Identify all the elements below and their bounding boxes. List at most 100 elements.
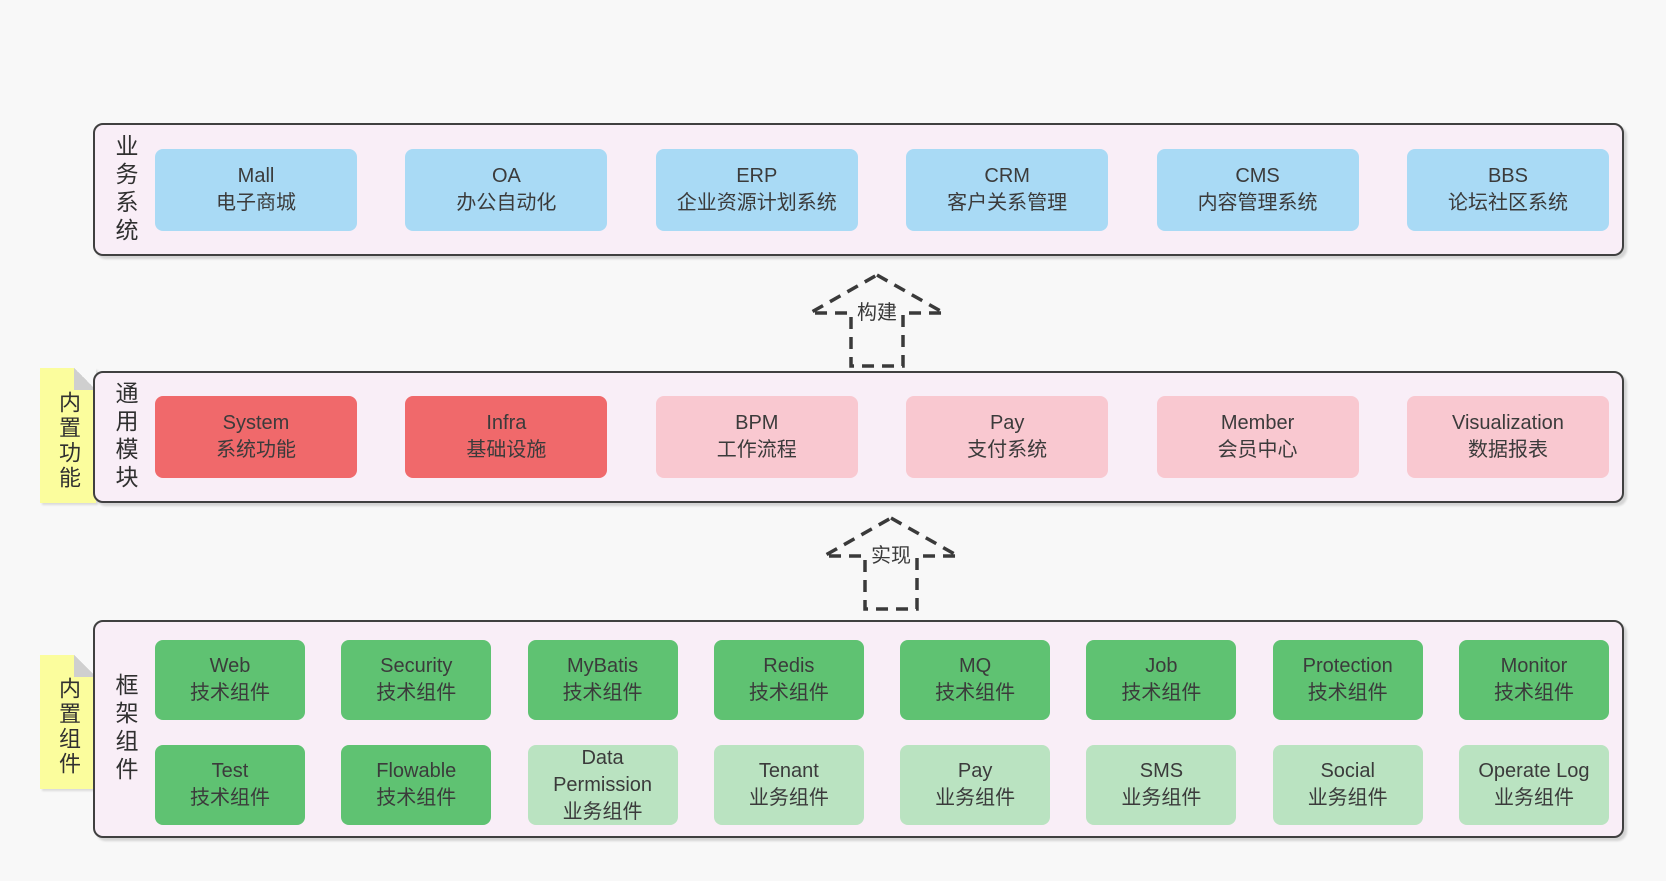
box-member-desc: 会员中心: [1217, 439, 1298, 461]
box-pay-component: Pay 业务组件: [900, 745, 1051, 825]
box-data-permission: Data Permission 业务组件: [527, 745, 678, 825]
note-built-in-features-text: 内置功能: [56, 390, 81, 491]
box-oa: OA 办公自动化: [405, 148, 608, 231]
layer-business-label: 业务系统: [112, 133, 138, 246]
box-web-name: Web: [209, 655, 251, 677]
box-mq-name: MQ: [959, 655, 992, 677]
layer-framework-components: 框架组件 Web 技术组件 Security 技术组件 MyBatis 技术组件…: [93, 620, 1624, 838]
note-built-in-components: 内置组件: [40, 655, 96, 789]
box-bbs-desc: 论坛社区系统: [1447, 191, 1568, 214]
box-infra-desc: 基础设施: [466, 439, 547, 461]
box-oa-desc: 办公自动化: [456, 191, 557, 214]
box-mybatis-desc: 技术组件: [562, 682, 643, 704]
box-pay-component-desc: 业务组件: [935, 787, 1016, 809]
box-pay-component-name: Pay: [957, 760, 993, 782]
box-test-desc: 技术组件: [190, 787, 270, 809]
box-operate-log-desc: 业务组件: [1493, 787, 1574, 809]
box-job-name: Job: [1145, 655, 1178, 677]
box-operate-log-name: Operate Log: [1478, 760, 1590, 782]
box-crm-name: CRM: [984, 164, 1030, 187]
box-job: Job 技术组件: [1086, 640, 1237, 720]
box-monitor-name: Monitor: [1500, 655, 1568, 677]
box-security-desc: 技术组件: [376, 682, 457, 704]
box-mall-desc: 电子商城: [216, 191, 296, 214]
box-redis: Redis 技术组件: [713, 640, 864, 720]
box-sms: SMS 业务组件: [1086, 745, 1237, 825]
box-mq: MQ 技术组件: [900, 640, 1051, 720]
box-mq-desc: 技术组件: [935, 682, 1016, 704]
layer-modules-label: 通用模块: [112, 381, 138, 493]
box-redis-desc: 技术组件: [748, 682, 829, 704]
components-box-row-2: Test 技术组件 Flowable 技术组件 Data Permission …: [155, 745, 1609, 825]
box-web-desc: 技术组件: [190, 682, 270, 704]
box-protection-name: Protection: [1302, 655, 1393, 677]
business-box-row: Mall 电子商城 OA 办公自动化 ERP 企业资源计划系统 CRM 客户关系…: [155, 148, 1609, 231]
box-erp-name: ERP: [736, 164, 778, 187]
box-pay-module-name: Pay: [989, 412, 1025, 434]
box-job-desc: 技术组件: [1121, 682, 1202, 704]
box-monitor-desc: 技术组件: [1493, 682, 1574, 704]
box-bpm-desc: 工作流程: [716, 439, 797, 461]
box-member-name: Member: [1220, 412, 1295, 434]
box-security-name: Security: [380, 655, 453, 677]
box-sms-name: SMS: [1139, 760, 1184, 782]
box-cms: CMS 内容管理系统: [1156, 148, 1359, 231]
box-oa-name: OA: [491, 164, 521, 187]
box-crm: CRM 客户关系管理: [906, 148, 1109, 231]
note-built-in-features: 内置功能: [40, 368, 96, 503]
box-erp-desc: 企业资源计划系统: [676, 191, 837, 214]
components-box-row-1: Web 技术组件 Security 技术组件 MyBatis 技术组件 Redi…: [155, 640, 1609, 720]
layer-common-modules: 通用模块 System 系统功能 Infra 基础设施 BPM 工作流程 Pay…: [93, 371, 1624, 503]
box-flowable-name: Flowable: [376, 760, 457, 782]
layer-components-label: 框架组件: [112, 673, 138, 785]
box-bpm: BPM 工作流程: [655, 396, 858, 478]
box-protection-desc: 技术组件: [1307, 682, 1388, 704]
box-data-permission-name: Data Permission: [553, 746, 653, 796]
box-flowable: Flowable 技术组件: [341, 745, 492, 825]
box-test-name: Test: [211, 760, 249, 782]
box-social-name: Social: [1320, 760, 1375, 782]
box-pay-module: Pay 支付系统: [906, 396, 1109, 478]
box-sms-desc: 业务组件: [1121, 787, 1202, 809]
box-cms-name: CMS: [1235, 164, 1280, 187]
box-bbs-name: BBS: [1487, 164, 1528, 187]
box-social: Social 业务组件: [1272, 745, 1423, 825]
box-erp: ERP 企业资源计划系统: [655, 148, 858, 231]
layer-business-systems: 业务系统 Mall 电子商城 OA 办公自动化 ERP 企业资源计划系统 CRM…: [93, 123, 1624, 256]
box-mall-name: Mall: [237, 164, 275, 187]
box-data-permission-desc: 业务组件: [562, 800, 643, 823]
box-system-desc: 系统功能: [216, 439, 296, 461]
box-mall: Mall 电子商城: [155, 148, 357, 231]
arrow-implement-label: 实现: [868, 539, 914, 568]
box-cms-desc: 内容管理系统: [1197, 191, 1318, 214]
box-protection: Protection 技术组件: [1272, 640, 1423, 720]
box-system-name: System: [222, 412, 290, 434]
box-security: Security 技术组件: [341, 640, 492, 720]
box-crm-desc: 客户关系管理: [947, 191, 1068, 214]
box-infra-name: Infra: [486, 412, 527, 434]
box-bbs: BBS 论坛社区系统: [1406, 148, 1609, 231]
box-tenant-desc: 业务组件: [748, 787, 829, 809]
box-member: Member 会员中心: [1156, 396, 1359, 478]
box-visualization-desc: 数据报表: [1467, 439, 1548, 461]
box-tenant: Tenant 业务组件: [713, 745, 864, 825]
box-redis-name: Redis: [763, 655, 815, 677]
box-infra: Infra 基础设施: [405, 396, 608, 478]
box-visualization: Visualization 数据报表: [1406, 396, 1609, 478]
arrow-implement: 实现: [821, 515, 961, 613]
box-mybatis-name: MyBatis: [567, 655, 639, 677]
modules-box-row: System 系统功能 Infra 基础设施 BPM 工作流程 Pay 支付系统…: [155, 396, 1609, 478]
box-mybatis: MyBatis 技术组件: [527, 640, 678, 720]
box-test: Test 技术组件: [155, 745, 305, 825]
box-web: Web 技术组件: [155, 640, 305, 720]
box-pay-module-desc: 支付系统: [967, 439, 1048, 461]
box-visualization-name: Visualization: [1451, 412, 1564, 434]
box-flowable-desc: 技术组件: [376, 787, 457, 809]
box-bpm-name: BPM: [735, 412, 779, 434]
arrow-build: 构建: [807, 272, 947, 370]
note-built-in-components-text: 内置组件: [56, 677, 81, 777]
box-monitor: Monitor 技术组件: [1458, 640, 1609, 720]
box-social-desc: 业务组件: [1307, 787, 1388, 809]
box-system: System 系统功能: [155, 396, 357, 478]
